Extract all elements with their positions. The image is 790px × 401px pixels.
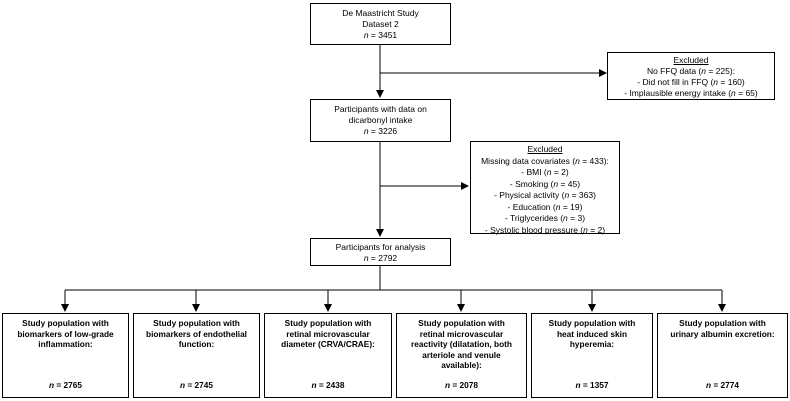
outcome-label: Study population with [548,318,636,328]
outcome-count: n = 2078 [445,379,478,390]
outcome-box-albumin: Study population with urinary albumin ex… [657,313,788,398]
intake-title: Participants with data on [334,104,427,114]
outcome-label: biomarkers of endothelial [146,328,247,339]
outcome-label: biomarkers of low-grade [17,328,114,339]
analysis-title: Participants for analysis [335,242,426,252]
outcome-label: Study population with [679,318,766,328]
excluded-box-1: Excluded No FFQ data (n = 225): - Did no… [607,52,775,100]
start-title: De Maastricht Study [342,8,419,18]
outcome-label: heat induced skin [556,328,628,339]
outcome-box-endothelial: Study population with biomarkers of endo… [133,313,260,398]
outcome-label: function: [178,339,215,349]
excluded-2-item: Missing data covariates (n = 433): [481,155,609,166]
excluded-2-item: - Education (n = 19) [507,201,583,212]
intake-box: Participants with data on dicarbonyl int… [310,99,451,142]
excluded-2-item: - Physical activity (n = 363) [494,190,596,200]
outcome-label: retinal microvascular [286,328,370,339]
outcome-label: Study population with [153,318,240,328]
excluded-box-2: Excluded Missing data covariates (n = 43… [470,141,620,235]
start-subtitle: Dataset 2 [362,19,399,29]
excluded-2-item: - Triglycerides (n = 3) [504,213,586,223]
outcome-count: n = 2438 [311,379,345,390]
start-box: De Maastricht Study Dataset 2 n = 3451 [310,3,451,45]
outcome-count: n = 1357 [575,379,609,390]
excluded-2-item: - Smoking (n = 45) [509,178,581,189]
outcome-label: retinal microvascular [419,328,504,339]
excluded-1-item: - Implausible energy intake (n = 65) [624,88,758,98]
excluded-2-item: - BMI (n = 2) [521,167,569,177]
outcome-label: urinary albumin excretion: [670,328,775,339]
outcome-box-inflammation: Study population with biomarkers of low-… [2,313,129,398]
outcome-label: Study population with [418,318,505,328]
outcome-count: n = 2745 [180,379,213,390]
outcome-label: inflammation: [38,339,93,349]
start-count: n = 3451 [363,30,398,40]
outcome-label: available): [441,360,482,370]
excluded-2-title: Excluded [527,144,563,154]
excluded-1-title: Excluded [673,55,709,65]
outcome-label: reactivity (dilatation, both [411,339,512,349]
outcome-label: arteriole and venule [422,349,501,360]
outcome-label: hyperemia: [569,339,615,349]
outcome-count: n = 2765 [49,379,82,390]
outcome-label: diameter (CRVA/CRAE): [281,339,375,349]
analysis-count: n = 2792 [363,253,398,263]
outcome-box-skin-hyperemia: Study population with heat induced skin … [531,313,653,398]
outcome-count: n = 2774 [706,379,739,390]
excluded-2-item: - Systolic blood pressure (n = 2) [484,224,606,235]
outcome-box-retinal-reactivity: Study population with retinal microvascu… [396,313,527,398]
intake-count: n = 3226 [363,126,398,136]
outcome-label: Study population with [22,318,109,328]
analysis-box: Participants for analysis n = 2792 [310,238,451,266]
outcome-box-retinal-diameter: Study population with retinal microvascu… [264,313,392,398]
excluded-1-item: No FFQ data (n = 225): [646,66,736,76]
excluded-1-item: - Did not fill in FFQ (n = 160) [637,77,745,87]
intake-subtitle: dicarbonyl intake [348,115,413,125]
outcome-label: Study population with [284,318,372,328]
